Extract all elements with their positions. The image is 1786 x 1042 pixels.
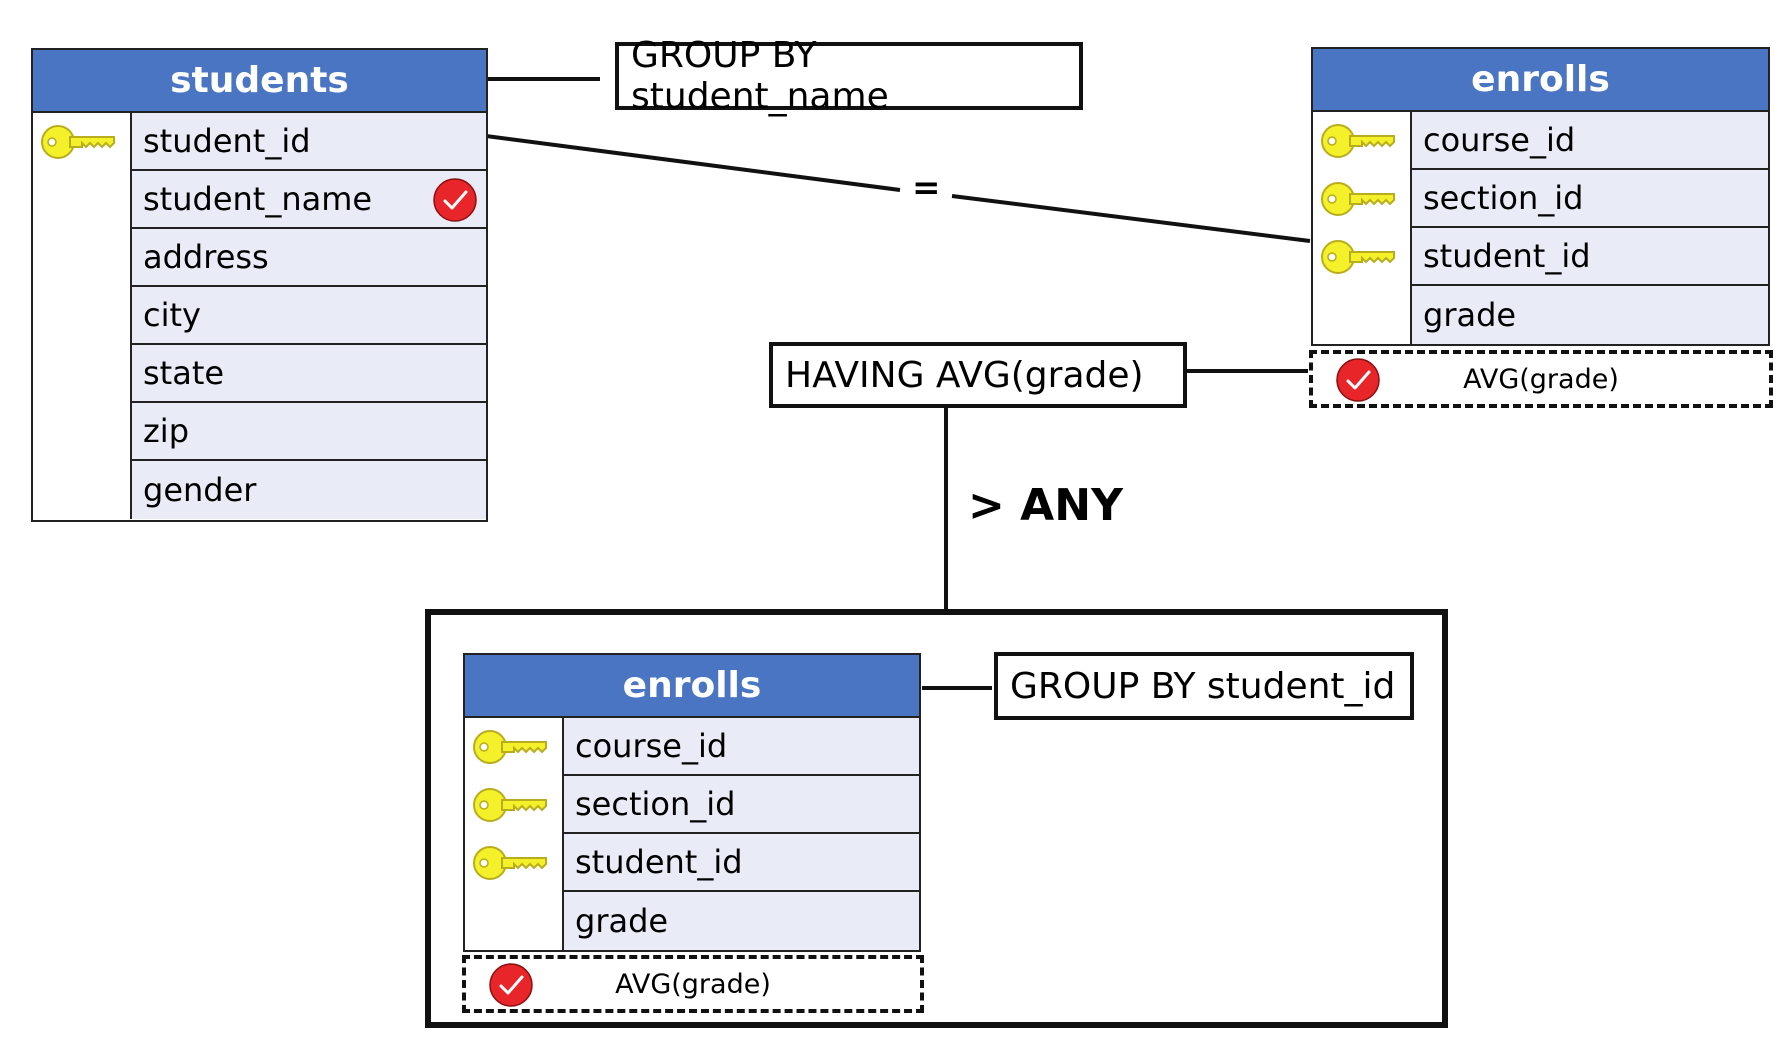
table-row: zip: [33, 403, 486, 461]
table-row: city: [33, 287, 486, 345]
key-icon: [473, 846, 547, 880]
aggregate-label: AVG(grade): [1463, 363, 1619, 395]
column-section-id: section_id: [1412, 170, 1768, 228]
table-row: course_id: [1313, 112, 1768, 170]
comparison-operator: > ANY: [968, 480, 1123, 531]
column-gender: gender: [132, 461, 486, 519]
join-line-left: [485, 134, 901, 192]
table-row: course_id: [465, 718, 919, 776]
key-icon: [1321, 124, 1395, 158]
table-row: grade: [465, 892, 919, 950]
table-row: student_name: [33, 171, 486, 229]
subquery-aggregate-avg-grade-box: AVG(grade): [462, 955, 924, 1013]
join-line-right: [951, 194, 1311, 243]
subquery-box: [425, 609, 1448, 1028]
table-header: enrolls: [465, 655, 919, 718]
subquery-enrolls-table: enrolls course_id section_id: [463, 653, 921, 952]
table-row: address: [33, 229, 486, 287]
column-city: city: [132, 287, 486, 345]
enrolls-table: enrolls course_id section_id: [1311, 47, 1770, 346]
table-row: student_id: [33, 113, 486, 171]
checkmark-icon: [1336, 358, 1380, 402]
column-student-id: student_id: [564, 834, 919, 892]
column-course-id: course_id: [564, 718, 919, 776]
table-row: section_id: [465, 776, 919, 834]
table-header: enrolls: [1313, 49, 1768, 112]
table-body: course_id section_id student_id grade: [465, 718, 919, 950]
key-icon: [473, 730, 547, 764]
column-student-id: student_id: [1412, 228, 1768, 286]
table-header: students: [33, 50, 486, 113]
group-by-student-id-box: GROUP BY student_id: [994, 652, 1414, 720]
key-icon: [1321, 182, 1395, 216]
aggregate-label: AVG(grade): [615, 968, 771, 1000]
column-course-id: course_id: [1412, 112, 1768, 170]
table-row: grade: [1313, 286, 1768, 344]
table-row: section_id: [1313, 170, 1768, 228]
table-row: student_id: [1313, 228, 1768, 286]
column-student-id: student_id: [132, 113, 486, 171]
column-student-name: student_name: [132, 171, 486, 229]
key-icon: [473, 788, 547, 822]
checkmark-icon: [489, 963, 533, 1007]
students-table: students student_id student_name address…: [31, 48, 488, 522]
column-grade: grade: [1412, 286, 1768, 344]
join-operator: =: [912, 168, 941, 208]
table-row: student_id: [465, 834, 919, 892]
aggregate-avg-grade-box: AVG(grade): [1309, 350, 1773, 408]
table-row: state: [33, 345, 486, 403]
table-body: student_id student_name address city sta…: [33, 113, 486, 519]
table-row: gender: [33, 461, 486, 519]
key-icon: [41, 125, 115, 159]
column-zip: zip: [132, 403, 486, 461]
column-address: address: [132, 229, 486, 287]
checkmark-icon: [433, 178, 477, 222]
column-section-id: section_id: [564, 776, 919, 834]
group-by-student-name-box: GROUP BY student_name: [615, 35, 1083, 117]
column-grade: grade: [564, 892, 919, 950]
table-body: course_id section_id student_id grade: [1313, 112, 1768, 344]
key-icon: [1321, 240, 1395, 274]
column-state: state: [132, 345, 486, 403]
having-box: HAVING AVG(grade): [769, 342, 1187, 408]
